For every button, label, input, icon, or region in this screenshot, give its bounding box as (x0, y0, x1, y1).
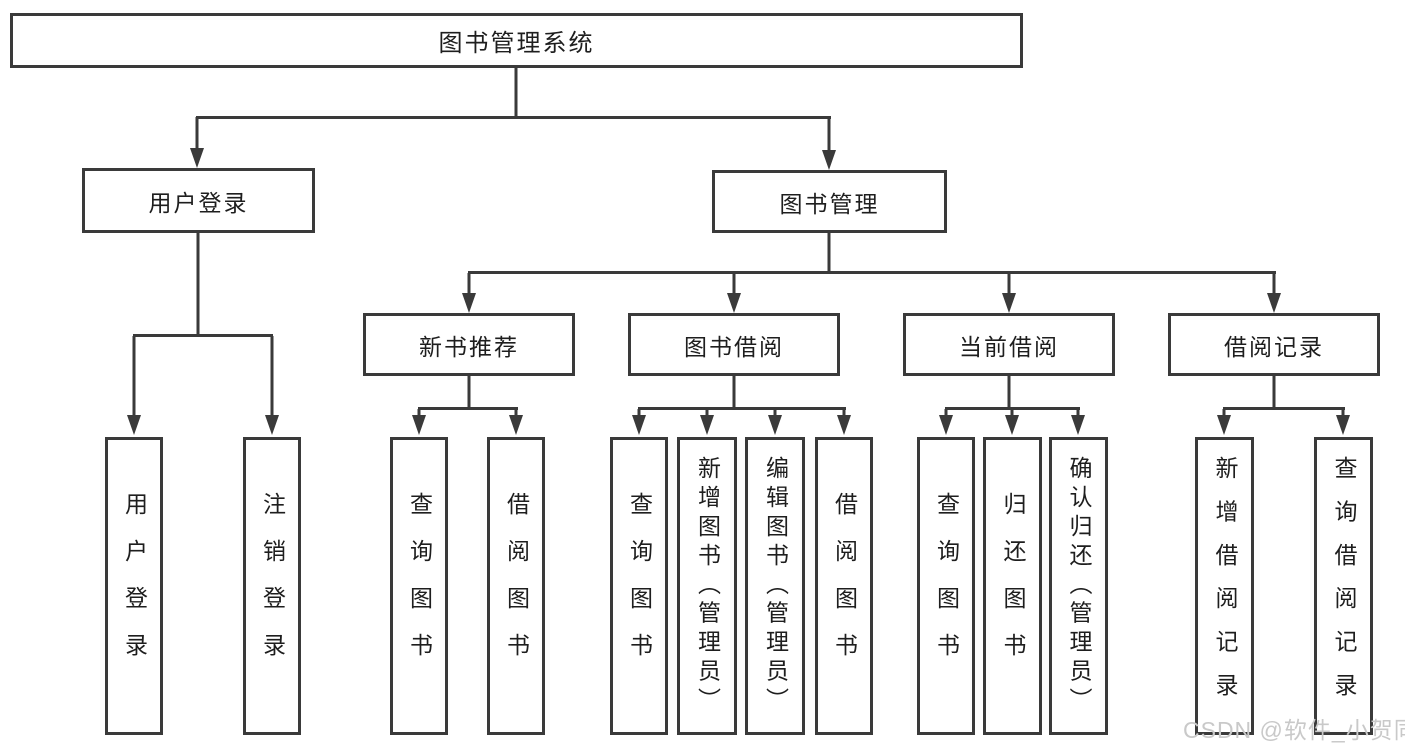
connector-level3-rail (468, 271, 1276, 274)
connector-borrowing-records-stem (1272, 376, 1276, 409)
leaf-label: 新增借阅记录 (1212, 456, 1238, 716)
node-new-book-recommendation: 新书推荐 (363, 313, 575, 376)
leaf-label: 编辑图书（管理员） (762, 456, 789, 716)
node-label: 新书推荐 (419, 333, 519, 360)
leaf-return-book: 归还图书 (983, 437, 1042, 735)
leaf-label: 查询借阅记录 (1331, 456, 1357, 716)
connector-book-management-stem (827, 233, 831, 273)
node-book-management: 图书管理 (712, 170, 947, 233)
connector-current-borrowing-stem (1007, 376, 1011, 409)
arrow-to-query-books-3 (939, 409, 953, 435)
node-current-borrowing: 当前借阅 (903, 313, 1115, 376)
node-label: 图书借阅 (684, 333, 784, 360)
leaf-label: 用户登录 (121, 492, 148, 680)
arrow-to-return-book (1005, 409, 1019, 435)
node-label: 图书管理 (779, 190, 880, 217)
leaf-confirm-return-admin: 确认归还（管理员） (1049, 437, 1108, 735)
node-label: 用户登录 (148, 189, 249, 216)
arrow-to-confirm-return (1071, 409, 1085, 435)
leaf-query-books-3: 查询图书 (917, 437, 975, 735)
connector-user-login-stem (196, 233, 200, 336)
node-label: 图书管理系统 (438, 30, 595, 57)
connector-new-book-stem (467, 376, 471, 409)
arrow-to-borrow-books-1 (509, 409, 523, 435)
leaf-query-borrow-record: 查询借阅记录 (1314, 437, 1373, 735)
leaf-label: 查询图书 (406, 492, 433, 680)
leaf-label: 归还图书 (1000, 492, 1026, 680)
arrow-to-book-management (822, 117, 836, 170)
arrow-to-user-login (190, 117, 204, 168)
arrow-to-leaf-user-login (127, 336, 141, 435)
arrow-to-query-books-1 (412, 409, 426, 435)
arrow-to-borrow-books-2 (837, 409, 851, 435)
arrow-to-add-book (700, 409, 714, 435)
leaf-query-books-2: 查询图书 (610, 437, 668, 735)
connector-root-rail (196, 116, 831, 119)
connector-root-stem (514, 66, 518, 118)
leaf-label: 查询图书 (626, 492, 653, 680)
connector-new-book-rail (418, 407, 518, 410)
node-library-management-system: 图书管理系统 (10, 13, 1023, 68)
leaf-user-login: 用户登录 (105, 437, 163, 735)
leaf-add-book-admin: 新增图书（管理员） (677, 437, 737, 735)
node-book-borrowing: 图书借阅 (628, 313, 840, 376)
connector-book-borrowing-rail (638, 407, 846, 410)
leaf-add-borrow-record: 新增借阅记录 (1195, 437, 1254, 735)
leaf-borrow-books-1: 借阅图书 (487, 437, 545, 735)
leaf-query-books-1: 查询图书 (390, 437, 448, 735)
leaf-label: 确认归还（管理员） (1066, 456, 1092, 716)
arrow-to-borrowing-records (1267, 273, 1281, 313)
connector-user-login-rail (133, 334, 273, 337)
connector-book-borrowing-stem (732, 376, 736, 409)
node-label: 借阅记录 (1224, 333, 1324, 360)
leaf-label: 借阅图书 (831, 492, 858, 680)
leaf-logout: 注销登录 (243, 437, 301, 735)
arrow-to-current-borrowing (1002, 273, 1016, 313)
node-user-login: 用户登录 (82, 168, 315, 233)
leaf-label: 新增图书（管理员） (694, 456, 721, 716)
connector-borrowing-records-rail (1223, 407, 1345, 410)
node-borrowing-records: 借阅记录 (1168, 313, 1380, 376)
csdn-watermark: CSDN @软件_小贺同学 (1183, 717, 1405, 743)
leaf-label: 借阅图书 (503, 492, 530, 680)
leaf-label: 注销登录 (259, 492, 286, 680)
leaf-borrow-books-2: 借阅图书 (815, 437, 873, 735)
node-label: 当前借阅 (959, 333, 1059, 360)
arrow-to-add-borrow-record (1217, 409, 1231, 435)
arrow-to-edit-book (768, 409, 782, 435)
leaf-label: 查询图书 (933, 492, 960, 680)
arrow-to-query-books-2 (632, 409, 646, 435)
connector-current-borrowing-rail (945, 407, 1080, 410)
arrow-to-book-borrowing (727, 273, 741, 313)
leaf-edit-book-admin: 编辑图书（管理员） (745, 437, 805, 735)
arrow-to-query-borrow-record (1336, 409, 1350, 435)
arrow-to-new-book-recommendation (462, 273, 476, 313)
arrow-to-leaf-logout (265, 336, 279, 435)
